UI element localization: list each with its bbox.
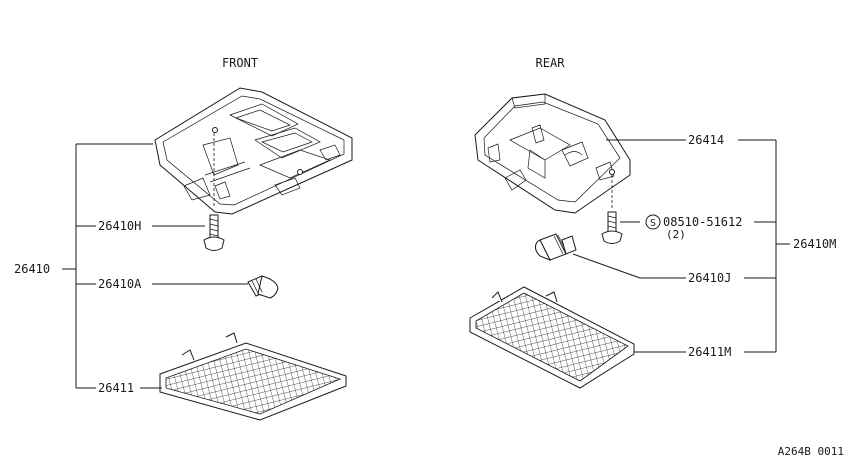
front-heading: FRONT [222, 56, 258, 70]
label-bulb-front: 26410A [98, 277, 142, 291]
front-mounting-screw [203, 133, 225, 251]
figure-code: A264B 0011 [778, 445, 844, 458]
label-assembly-rear: 26410M [793, 237, 836, 251]
rear-bulb [534, 233, 577, 261]
label-screw-symbol: S [650, 218, 656, 229]
label-lens-front: 26411 [98, 381, 134, 395]
label-screw-rear: 08510-51612 [663, 215, 742, 229]
front-bulb [247, 275, 279, 299]
rear-callout-lines [572, 139, 790, 353]
label-bulb-rear: 26410J [688, 271, 731, 285]
label-screw-front: 26410H [98, 219, 141, 233]
rear-mounting-screw [601, 175, 623, 244]
front-lens [159, 332, 347, 421]
label-assembly-front: 26410 [14, 262, 50, 276]
label-housing-rear: 26414 [688, 133, 724, 147]
front-lamp-housing [154, 87, 353, 215]
rear-heading: REAR [536, 56, 566, 70]
label-screw-qty: (2) [666, 228, 686, 241]
front-callout-lines [62, 143, 248, 389]
rear-lens [469, 286, 635, 389]
label-lens-rear: 26411M [688, 345, 731, 359]
rear-lamp-housing [474, 93, 631, 214]
